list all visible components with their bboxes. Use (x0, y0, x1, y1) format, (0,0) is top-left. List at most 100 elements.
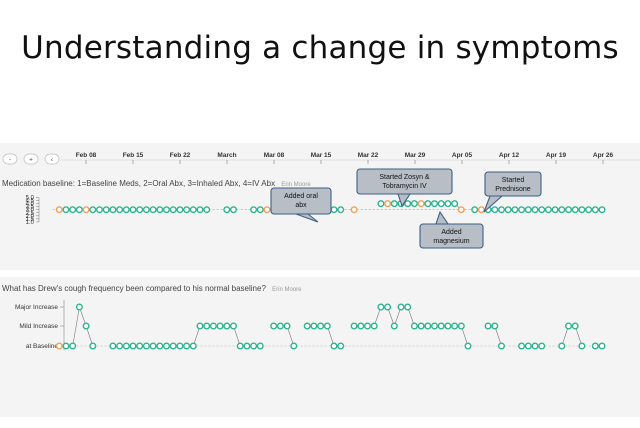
chart2-point (216, 322, 224, 330)
chart2-point (283, 322, 291, 330)
chart2-point (310, 322, 318, 330)
chart2-point (410, 322, 418, 330)
chart1-y-axis: 5.04.54.03.53.02.52.01.51.0 (26, 196, 40, 226)
chart2-point (437, 322, 445, 330)
chart1-point (531, 206, 539, 214)
chart2-point (598, 342, 606, 350)
chart2-point (330, 342, 338, 350)
timeline-date-11: Apr 26 (593, 152, 614, 159)
chart1-ytick-2: 4.0 (26, 202, 35, 208)
chart2-point (196, 322, 204, 330)
timeline-background (0, 146, 640, 168)
callout-label: Added magnesium (433, 229, 469, 245)
timeline-date-9: Apr 12 (499, 152, 520, 159)
chart1-point (451, 200, 459, 208)
chart2-point (162, 342, 170, 350)
chart2-point (384, 303, 392, 311)
chart2-point (55, 342, 63, 350)
chart1-point (229, 206, 237, 214)
chart2-point (323, 322, 331, 330)
chart1-point (404, 200, 412, 208)
chart2-point (183, 342, 191, 350)
chart1-point (156, 206, 164, 214)
chart2-point (89, 342, 97, 350)
chart1-ytick-0: 5.0 (26, 196, 35, 202)
chart2-point (484, 322, 492, 330)
zoom-control-label: + (29, 157, 33, 164)
slide-title: Understanding a change in symptoms (21, 30, 619, 66)
chart2-point (498, 342, 506, 350)
zoom-control-0[interactable]: - (2, 153, 18, 165)
chart2-point (357, 322, 365, 330)
chart1-point (69, 206, 77, 214)
callout-pointer (295, 213, 319, 223)
timeline-date-1: Feb 15 (123, 152, 144, 159)
chart2-point (464, 342, 472, 350)
callout-box (419, 223, 484, 249)
chart2-segment (286, 325, 295, 347)
chart2-point (457, 322, 465, 330)
chart2-point (229, 322, 237, 330)
chart2-point (350, 322, 358, 330)
chart1-point (477, 206, 485, 214)
chart1-point (75, 206, 83, 214)
chart2-point (524, 342, 532, 350)
chart-separator (0, 270, 640, 277)
chart1-point (390, 200, 398, 208)
chart2-point (431, 322, 439, 330)
callout-label-line: magnesium (433, 238, 469, 245)
chart2-point (390, 322, 398, 330)
chart2-point (243, 342, 251, 350)
chart1-point (444, 200, 452, 208)
callout-label: Started Zosyn &Tobramycin IV (379, 174, 430, 190)
chart2-point (531, 342, 539, 350)
chart1-point (417, 200, 425, 208)
chart2-segment (72, 306, 80, 347)
chart2-point (337, 342, 345, 350)
chart2-point (591, 342, 599, 350)
chart2-point (156, 342, 164, 350)
chart1-title-text: Medication baseline: 1=Baseline Meds, 2=… (2, 179, 275, 188)
chart1-point (62, 206, 70, 214)
chart2-point (491, 322, 499, 330)
chart1-author: Erin Moore (281, 182, 311, 188)
chart1-point (558, 206, 566, 214)
chart1-point (591, 206, 599, 214)
chart1-point (95, 206, 103, 214)
zoom-control-2[interactable]: ‹ (44, 153, 60, 165)
chart2-point (149, 342, 157, 350)
chart2-point (270, 322, 278, 330)
callout-label-line: Prednisone (495, 186, 531, 193)
timeline-date-2: Feb 22 (170, 152, 191, 159)
callout-label-line: Tobramycin IV (382, 183, 427, 190)
chart1-point (169, 206, 177, 214)
chart1-point (504, 206, 512, 214)
chart2-point (303, 322, 311, 330)
chart1-point (410, 200, 418, 208)
chart1-point (82, 206, 90, 214)
chart1-ytick-5: 2.5 (26, 211, 35, 217)
chart1-point (471, 206, 479, 214)
chart1-annotation-2: Added magnesium (419, 210, 484, 249)
chart1-point (55, 206, 63, 214)
callout-pointer (483, 195, 504, 213)
chart2-point (364, 322, 372, 330)
chart2-point (565, 322, 573, 330)
chart1-point (377, 200, 385, 208)
chart2-point (276, 322, 284, 330)
zoom-control-button (23, 153, 39, 165)
chart2-point (62, 342, 70, 350)
chart2-segment (561, 325, 569, 347)
chart1-annotation-1: Started Zosyn &Tobramycin IV (356, 168, 453, 208)
chart2-category-2: at Baseline (26, 343, 59, 350)
chart2-point (404, 303, 412, 311)
chart1-point (437, 200, 445, 208)
zoom-control-1[interactable]: + (23, 153, 39, 165)
chart2-segment (327, 325, 335, 347)
callout-label-line: Added (441, 229, 461, 236)
timeline-date-10: Apr 19 (546, 152, 567, 159)
chart2-point (250, 342, 258, 350)
chart2-point (116, 342, 124, 350)
chart2-point (377, 303, 385, 311)
